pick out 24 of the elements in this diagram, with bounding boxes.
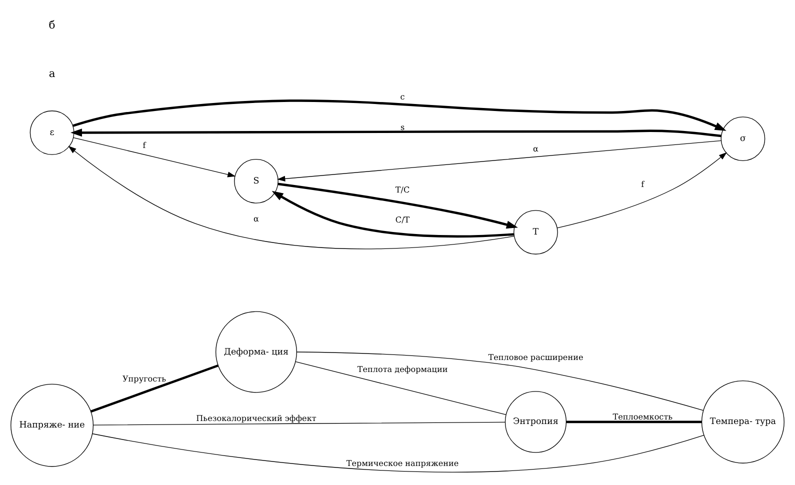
node-circle: Деформа- ция — [216, 310, 297, 392]
connector — [92, 432, 704, 472]
arrow — [68, 145, 514, 249]
connector — [90, 364, 218, 412]
connector — [566, 420, 702, 423]
label: а — [48, 66, 56, 80]
arrow — [272, 190, 514, 238]
connector — [295, 360, 506, 414]
arrow — [277, 140, 722, 182]
connector — [296, 351, 704, 410]
label: б — [48, 18, 56, 31]
connector — [92, 421, 506, 425]
arrow — [72, 99, 726, 130]
node-circle: Энтропия — [504, 390, 567, 452]
node-circle: T — [514, 210, 558, 254]
node-circle: Темпера- тура — [701, 380, 784, 463]
arrow — [556, 152, 727, 228]
node-circle: S — [234, 158, 278, 203]
node-circle: Напряже- ние — [10, 383, 94, 466]
node-circle: ε — [30, 110, 74, 154]
arrow — [73, 136, 236, 177]
node-circle: σ — [720, 116, 766, 160]
arrow — [70, 128, 722, 137]
arrow — [278, 182, 518, 228]
